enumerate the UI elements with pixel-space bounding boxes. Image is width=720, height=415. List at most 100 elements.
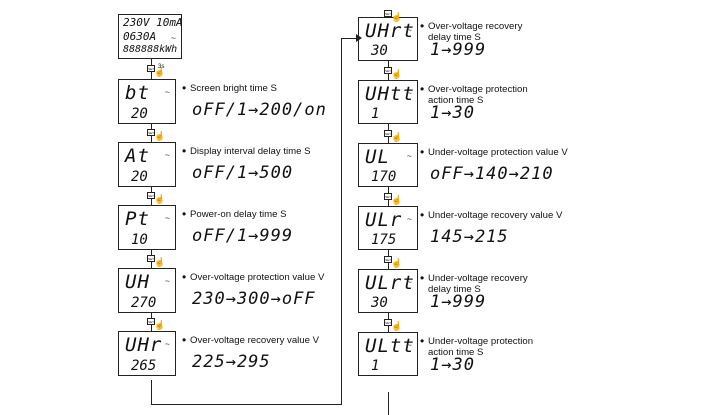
hand-press-icon: ☝ bbox=[154, 67, 166, 77]
parameter-value: 265 bbox=[131, 358, 157, 374]
bullet-icon: • bbox=[420, 271, 425, 285]
parameter-code: Pt bbox=[125, 208, 150, 230]
bullet-icon: • bbox=[182, 81, 187, 95]
home-voltage-readout: 230V 10mA bbox=[123, 16, 183, 29]
set-button-icon: SET bbox=[384, 319, 392, 326]
parameter-range: 145→215 bbox=[430, 227, 509, 247]
parameter-value: 175 bbox=[371, 232, 397, 248]
connector-top bbox=[341, 38, 357, 39]
parameter-range: 1→999 bbox=[430, 292, 487, 312]
lcd-symbol-icon: ~ bbox=[164, 150, 170, 160]
parameter-value: 30 bbox=[371, 43, 388, 59]
parameter-range: oFF/1→200/on bbox=[192, 100, 327, 120]
bullet-icon: • bbox=[420, 82, 425, 96]
bullet-icon: • bbox=[182, 270, 187, 284]
hand-press-icon: ☝ bbox=[391, 321, 403, 331]
parameter-value: 170 bbox=[371, 169, 397, 185]
set-button-icon: SET bbox=[384, 193, 392, 200]
connector-arrow-icon bbox=[356, 34, 362, 42]
hand-press-icon: ☝ bbox=[154, 194, 166, 204]
parameter-label: Under-voltage recovery delay time S bbox=[428, 273, 528, 295]
parameter-label: Screen bright time S bbox=[190, 83, 277, 94]
hand-press-icon: ☝ bbox=[391, 195, 403, 205]
parameter-value: 20 bbox=[131, 169, 148, 185]
parameter-label: Over-voltage protection action time S bbox=[428, 84, 528, 106]
connector-riser bbox=[341, 38, 342, 405]
parameter-code: At bbox=[125, 145, 150, 167]
bullet-icon: • bbox=[182, 333, 187, 347]
parameter-value: 30 bbox=[371, 295, 388, 311]
parameter-range: 230→300→oFF bbox=[192, 289, 316, 309]
set-button-icon: SET bbox=[147, 129, 155, 136]
set-button-icon: SET bbox=[147, 255, 155, 262]
lcd-symbol-icon: ~ bbox=[406, 25, 412, 35]
parameter-code: UHtt bbox=[365, 83, 415, 105]
parameter-label: Power-on delay time S bbox=[190, 209, 287, 220]
set-button-icon: SET bbox=[384, 67, 392, 74]
parameter-range: 1→30 bbox=[430, 103, 475, 123]
lcd-display: Pt 10 ~ bbox=[118, 205, 176, 250]
hand-press-icon: ☝ bbox=[391, 258, 403, 268]
connector-left-down bbox=[151, 380, 152, 404]
parameter-code: UHrt bbox=[365, 20, 415, 42]
exit-line bbox=[388, 392, 389, 415]
bullet-icon: • bbox=[420, 19, 425, 33]
set-button-icon: SET bbox=[147, 318, 155, 325]
lcd-symbol-icon: ~ bbox=[164, 276, 170, 286]
lcd-symbol-icon: ~ bbox=[406, 340, 412, 350]
parameter-value: 1 bbox=[371, 358, 380, 374]
bullet-icon: • bbox=[420, 334, 425, 348]
set-button-icon: SET bbox=[147, 192, 155, 199]
parameter-code: UHr bbox=[125, 334, 163, 356]
hand-press-icon: ☝ bbox=[391, 12, 403, 22]
lcd-symbol-icon: ~ bbox=[406, 88, 412, 98]
bullet-icon: • bbox=[420, 145, 425, 159]
parameter-code: ULr bbox=[365, 209, 403, 231]
set-button-icon: SET bbox=[384, 256, 392, 263]
bullet-icon: • bbox=[182, 207, 187, 221]
parameter-code: bt bbox=[125, 82, 150, 104]
home-current-readout: 0630A bbox=[123, 30, 157, 43]
hand-press-icon: ☝ bbox=[154, 320, 166, 330]
hand-press-icon: ☝ bbox=[391, 69, 403, 79]
set-button-icon: SET bbox=[147, 65, 155, 72]
parameter-code: ULtt bbox=[365, 335, 415, 357]
parameter-label: Over-voltage recovery value V bbox=[190, 335, 320, 346]
lcd-symbol-icon: ~ bbox=[406, 277, 412, 287]
hand-press-icon: ☝ bbox=[154, 131, 166, 141]
parameter-value: 10 bbox=[131, 232, 148, 248]
parameter-label: Over-voltage recovery delay time S bbox=[428, 21, 523, 43]
hold-duration-note: 3s bbox=[158, 64, 165, 70]
parameter-code: UH bbox=[125, 271, 150, 293]
connector-bottom bbox=[151, 404, 341, 405]
home-display: 230V 10mA 0630A 888888kWh ~ bbox=[118, 14, 183, 59]
parameter-range: oFF/1→500 bbox=[192, 163, 294, 183]
lcd-symbol-icon: ~ bbox=[406, 214, 412, 224]
set-button-icon: SET bbox=[384, 130, 392, 137]
parameter-range: oFF/1→999 bbox=[192, 226, 294, 246]
parameter-label: Under-voltage protection value V bbox=[428, 147, 568, 158]
lcd-display: At 20 ~ bbox=[118, 142, 176, 187]
parameter-value: 20 bbox=[131, 106, 148, 122]
parameter-value: 1 bbox=[371, 106, 380, 122]
parameter-code: UL bbox=[365, 146, 390, 168]
lcd-symbol-icon: ~ bbox=[164, 213, 170, 223]
parameter-range: 225→295 bbox=[192, 352, 271, 372]
parameter-label: Under-voltage protection action time S bbox=[428, 336, 534, 358]
parameter-label: Under-voltage recovery value V bbox=[428, 210, 563, 221]
lcd-symbol-icon: ~ bbox=[406, 151, 412, 161]
lcd-symbol-icon: ~ bbox=[164, 339, 170, 349]
home-energy-readout: 888888kWh bbox=[123, 44, 178, 55]
parameter-code: ULrt bbox=[365, 272, 415, 294]
set-button-icon: SET bbox=[384, 10, 392, 17]
lcd-display: UHr 265 ~ bbox=[118, 331, 176, 376]
bullet-icon: • bbox=[420, 208, 425, 222]
